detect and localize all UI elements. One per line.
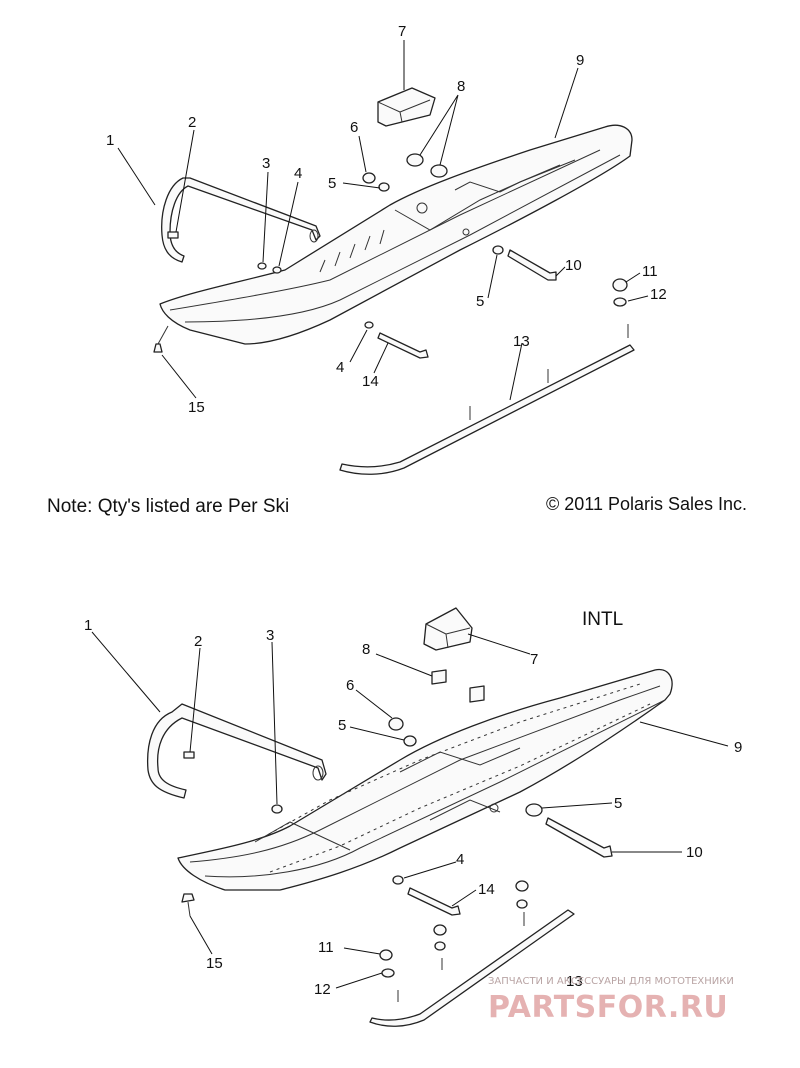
copyright-notice: © 2011 Polaris Sales Inc. [546,494,748,514]
callout-top-12: 12 [650,286,667,303]
qty-note: Note: Qty's listed are Per Ski [47,496,290,517]
intl-label: INTL [582,609,623,630]
callout-bot-12: 12 [314,981,331,998]
callout-top-15: 15 [188,399,205,416]
callout-bot-11: 11 [318,939,334,956]
callout-bot-10: 10 [686,844,703,861]
callout-bot-7: 7 [530,651,538,668]
callout-top-3: 3 [262,155,270,172]
callout-bot-4: 4 [456,851,464,868]
callout-top-1: 1 [106,132,114,149]
callout-top-10: 10 [565,257,582,274]
pin-top [167,231,179,239]
callout-bot-8: 8 [362,641,370,658]
callout-bot-13: 13 [566,973,583,990]
callout-top-4: 4 [294,165,302,182]
watermark-tagline: ЗАПЧАСТИ И АКСЕССУАРЫ ДЛЯ МОТОТЕХНИКИ [488,976,734,987]
ski-block-bottom [423,607,473,651]
ski-block-top [377,87,436,127]
callout-top-8: 8 [457,78,465,95]
bottom-exploded-view: INTL [84,607,742,1027]
top-exploded-view: 1 2 3 4 5 6 7 8 9 10 11 12 13 5 4 14 15 [106,23,667,475]
callout-bot-14: 14 [478,881,495,898]
callout-top-13: 13 [513,333,530,350]
callout-top-14: 14 [362,373,379,390]
runner-bottom [369,909,575,1027]
callout-top-6: 6 [350,119,358,136]
callout-top-4b: 4 [336,359,344,376]
callout-bot-5: 5 [338,717,346,734]
runner-top [339,344,635,475]
callout-top-11: 11 [642,263,658,280]
callout-top-7: 7 [398,23,406,40]
callout-bot-1: 1 [84,617,92,634]
callout-bot-3: 3 [266,627,274,644]
callout-bot-6: 6 [346,677,354,694]
callout-top-5b: 5 [476,293,484,310]
ski-handle-bottom [146,703,327,799]
callout-bot-5b: 5 [614,795,622,812]
callout-bot-2: 2 [194,633,202,650]
callout-bot-9: 9 [734,739,742,756]
watermark-logo: PARTSFOR.RU [488,990,729,1025]
callout-bot-15: 15 [206,955,223,972]
ski-body-bottom [177,668,673,891]
callout-top-9: 9 [576,52,584,69]
callout-top-5: 5 [328,175,336,192]
callout-top-2: 2 [188,114,196,131]
ski-body-top [159,124,633,345]
